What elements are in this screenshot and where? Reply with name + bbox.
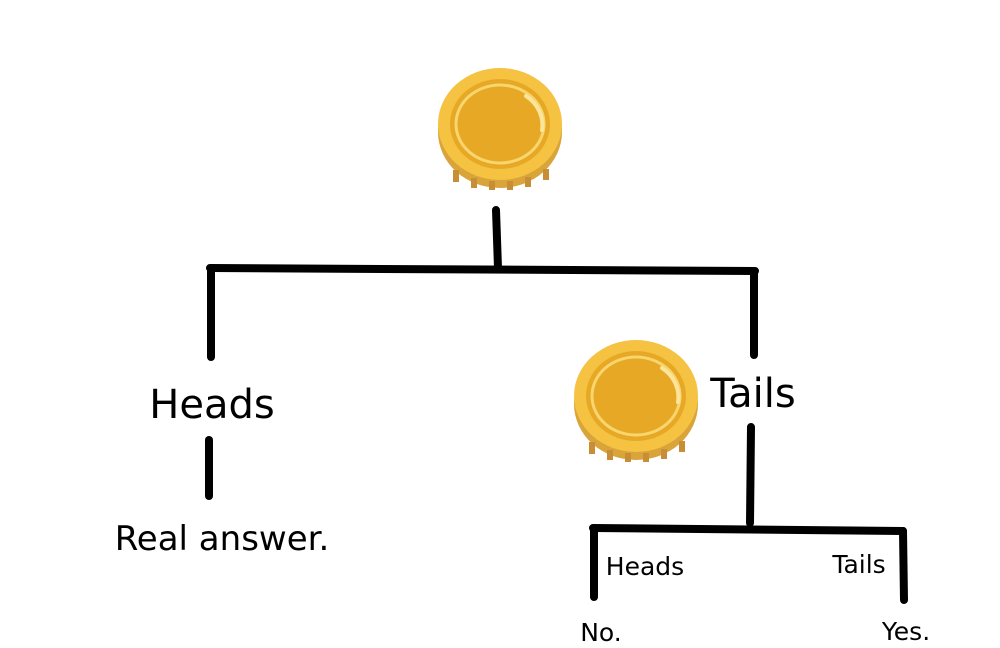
tails-label: Tails bbox=[709, 371, 795, 417]
second-right-drop bbox=[899, 527, 908, 604]
yes-label: Yes. bbox=[881, 617, 930, 646]
second-crossbar bbox=[589, 524, 907, 535]
coin-icon-top bbox=[438, 68, 562, 190]
heads-label: Heads bbox=[149, 382, 274, 428]
second-heads-label: Heads bbox=[606, 552, 684, 581]
no-label: No. bbox=[580, 618, 622, 647]
second-tails-label: Tails bbox=[831, 550, 885, 579]
root-stem bbox=[492, 206, 502, 272]
tree-lines bbox=[205, 206, 908, 604]
coin-icon-second bbox=[574, 340, 698, 462]
tails-stem bbox=[746, 423, 755, 527]
real-answer-label: Real answer. bbox=[115, 519, 330, 559]
root-crossbar bbox=[206, 264, 759, 275]
